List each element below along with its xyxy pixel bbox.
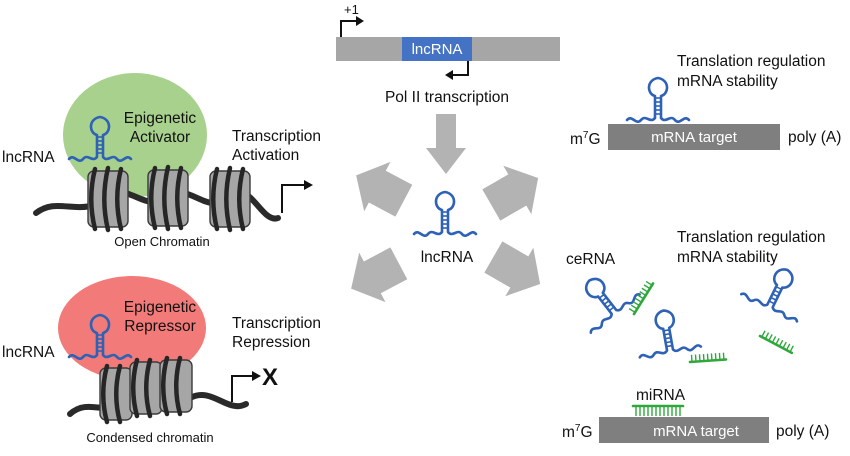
nucleosome-3-icon bbox=[210, 168, 250, 230]
cerna-regulation-line1: Translation regulation bbox=[677, 229, 825, 246]
cerna-panel: ceRNA Translation regulation mRNA stabil… bbox=[562, 229, 829, 443]
activation-tss-arrowhead-icon bbox=[304, 180, 313, 190]
activation-outcome-line1: Transcription bbox=[232, 128, 321, 145]
activator-line2: Activator bbox=[130, 129, 190, 146]
repression-outcome-line2: Repression bbox=[232, 334, 310, 351]
tss-arrow-icon bbox=[340, 20, 356, 37]
repressor-line1: Epigenetic bbox=[124, 299, 197, 316]
mrna-target-label: mRNA target bbox=[651, 129, 738, 146]
arrow-to-activation-icon bbox=[343, 150, 417, 226]
lncrna-gene-locus: lncRNA +1 Pol II transcription bbox=[336, 2, 560, 106]
epigenetic-repressor-ellipse bbox=[58, 276, 206, 380]
central-lncrna: lncRNA bbox=[412, 190, 478, 266]
epigenetic-activator-ellipse bbox=[63, 73, 207, 197]
cerna-hairpin-1-icon bbox=[563, 260, 643, 336]
tss-arrowhead-icon bbox=[356, 16, 364, 26]
pol2-transcription-label: Pol II transcription bbox=[385, 89, 509, 106]
cerna-hairpin-3-icon bbox=[739, 255, 817, 325]
repression-lncrna-label: lncRNA bbox=[2, 344, 55, 361]
mirna-comb-2-icon bbox=[688, 351, 728, 364]
condensed-chromatin-label: Condensed chromatin bbox=[86, 430, 213, 445]
cerna-mrna-target-label: mRNA target bbox=[653, 423, 740, 440]
arrow-to-translation-icon bbox=[477, 153, 553, 230]
central-lncrna-label: lncRNA bbox=[421, 249, 474, 266]
cerna-molecule-3 bbox=[739, 255, 817, 355]
cerna-hairpin-2-icon bbox=[631, 303, 703, 361]
repression-block-x: X bbox=[262, 364, 278, 391]
nucleosome-5-icon bbox=[130, 360, 162, 416]
repression-outcome-line1: Transcription bbox=[232, 315, 321, 332]
cap-label: m7G bbox=[570, 130, 601, 148]
cerna-molecule-2 bbox=[631, 303, 728, 364]
nucleosome-1-icon bbox=[88, 168, 128, 230]
bound-mirna-teeth bbox=[635, 406, 681, 416]
translation-regulation-line1: Translation regulation bbox=[677, 53, 825, 70]
cerna-molecule-1 bbox=[563, 260, 655, 336]
mrna-target-bar bbox=[608, 124, 780, 150]
repressor-line2: Repressor bbox=[124, 318, 196, 335]
mirna-label: miRNA bbox=[636, 387, 686, 404]
lncrna-gene-label: lncRNA bbox=[412, 41, 463, 58]
activation-lncrna-label: lncRNA bbox=[2, 149, 55, 166]
tss-label: +1 bbox=[344, 2, 359, 17]
down-arrow-icon bbox=[426, 114, 466, 174]
antisense-arrowhead-icon bbox=[445, 70, 453, 80]
polya-label: poly (A) bbox=[788, 129, 841, 146]
repression-tss-arrowhead-icon bbox=[252, 371, 261, 381]
mirna-comb-3-icon bbox=[758, 328, 797, 355]
lncrna-gene-box bbox=[402, 37, 472, 61]
nucleosome-2-icon bbox=[148, 167, 188, 229]
cerna-regulation-line2: mRNA stability bbox=[677, 249, 778, 266]
arrow-to-cerna-icon bbox=[479, 232, 555, 309]
translation-regulation-line2: mRNA stability bbox=[677, 73, 778, 90]
mirna-comb-1-icon bbox=[626, 278, 655, 316]
antisense-arrow-icon bbox=[453, 61, 469, 76]
open-chromatin-label: Open Chromatin bbox=[114, 234, 209, 249]
repression-panel: Epigenetic Repressor lncRNA X Transcript… bbox=[2, 276, 321, 445]
translation-regulation-panel: Translation regulation mRNA stability mR… bbox=[570, 53, 841, 150]
cerna-cap-label: m7G bbox=[562, 423, 593, 441]
nucleosome-4-icon bbox=[100, 366, 132, 422]
central-lncrna-hairpin-icon bbox=[412, 190, 478, 238]
activator-line1: Epigenetic bbox=[124, 110, 197, 127]
arrow-to-repression-icon bbox=[338, 238, 412, 314]
activation-panel: Epigenetic Activator lncRNA Transcriptio… bbox=[2, 73, 321, 249]
nucleosome-6-icon bbox=[160, 358, 192, 414]
activation-tss-arrow-icon bbox=[281, 184, 304, 213]
activation-outcome-line2: Activation bbox=[232, 147, 299, 164]
cerna-label: ceRNA bbox=[566, 251, 616, 268]
repression-tss-arrow-icon bbox=[231, 375, 252, 402]
cerna-polya-label: poly (A) bbox=[776, 423, 829, 440]
cerna-mrna-target-bar bbox=[599, 417, 769, 443]
